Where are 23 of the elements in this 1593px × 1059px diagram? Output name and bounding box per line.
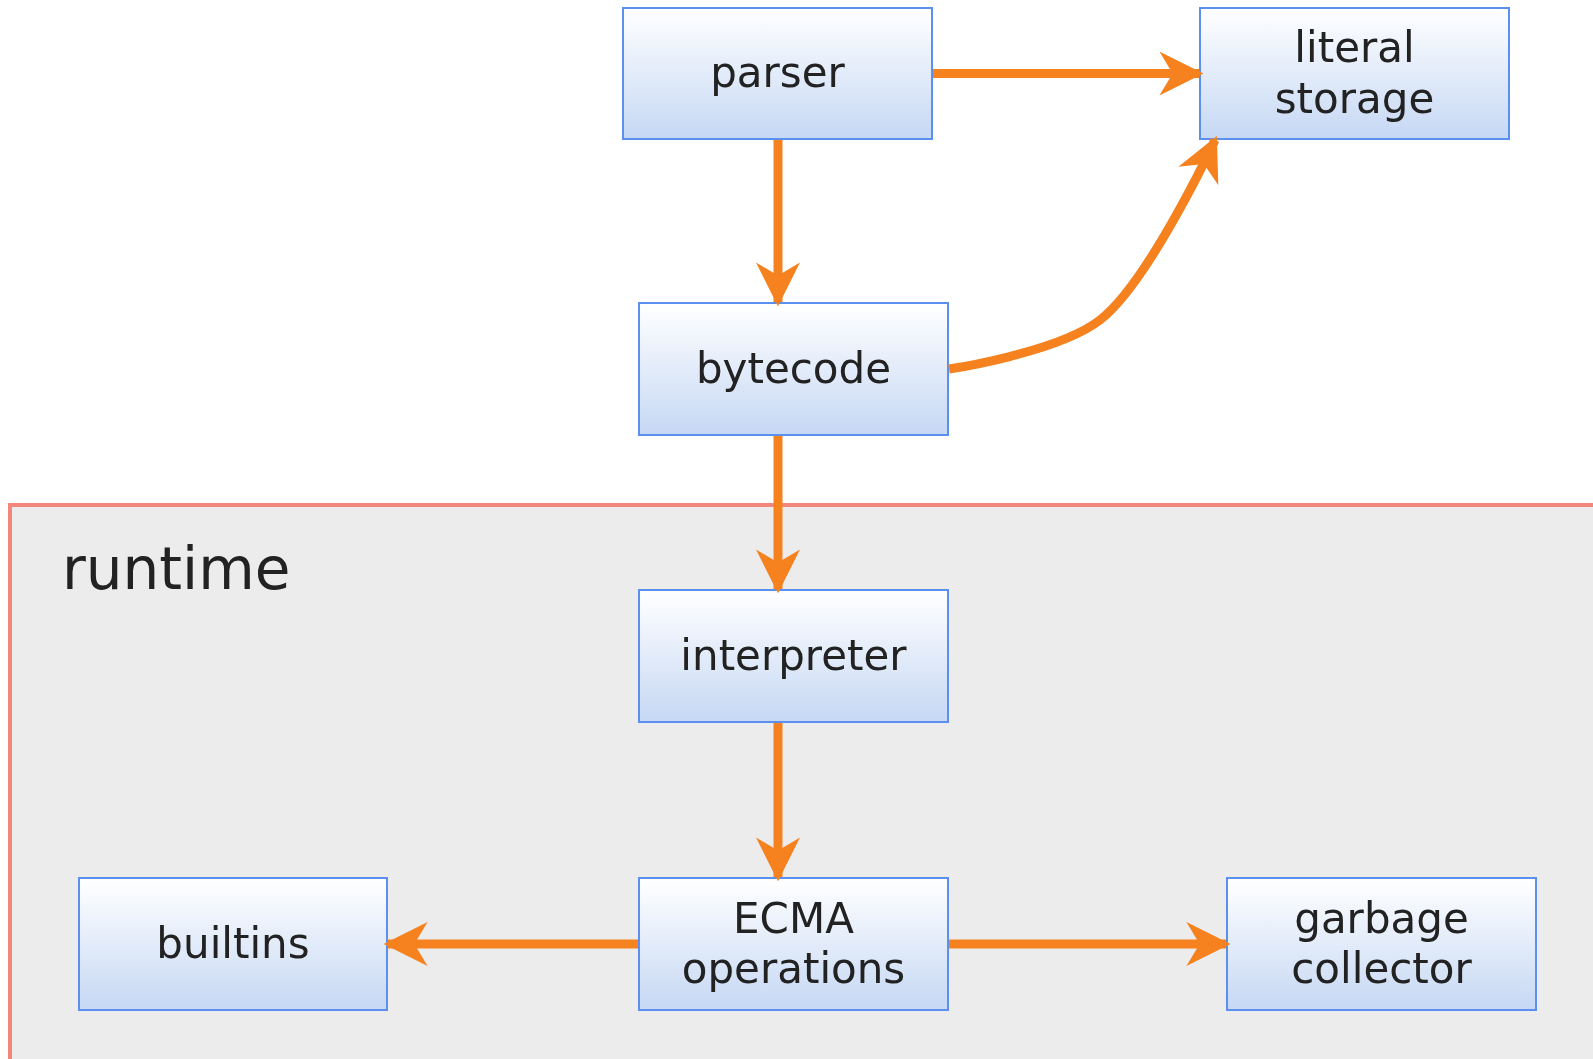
arrow	[933, 51, 1204, 96]
process-box	[622, 7, 933, 140]
box-label: interpreter	[679, 630, 908, 682]
process-box	[78, 877, 388, 1011]
group-heading: runtime	[62, 535, 291, 603]
arrow	[756, 723, 800, 882]
process-box	[1199, 7, 1510, 140]
arrow	[756, 140, 800, 307]
process-box	[638, 302, 949, 436]
box-label: parser	[709, 48, 846, 99]
box-label: literal storage	[1273, 23, 1436, 124]
arrow	[948, 136, 1220, 374]
arrow	[949, 922, 1231, 966]
process-box	[1226, 877, 1537, 1011]
box-label: garbage collector	[1290, 893, 1473, 995]
process-box	[638, 877, 949, 1011]
arrow	[383, 922, 638, 966]
box-label: builtins	[155, 918, 311, 970]
box-label: bytecode	[694, 343, 893, 395]
runtime-panel	[8, 503, 1593, 1059]
arrow	[756, 436, 800, 594]
process-box	[638, 589, 949, 723]
box-label: ECMA operations	[680, 893, 907, 995]
